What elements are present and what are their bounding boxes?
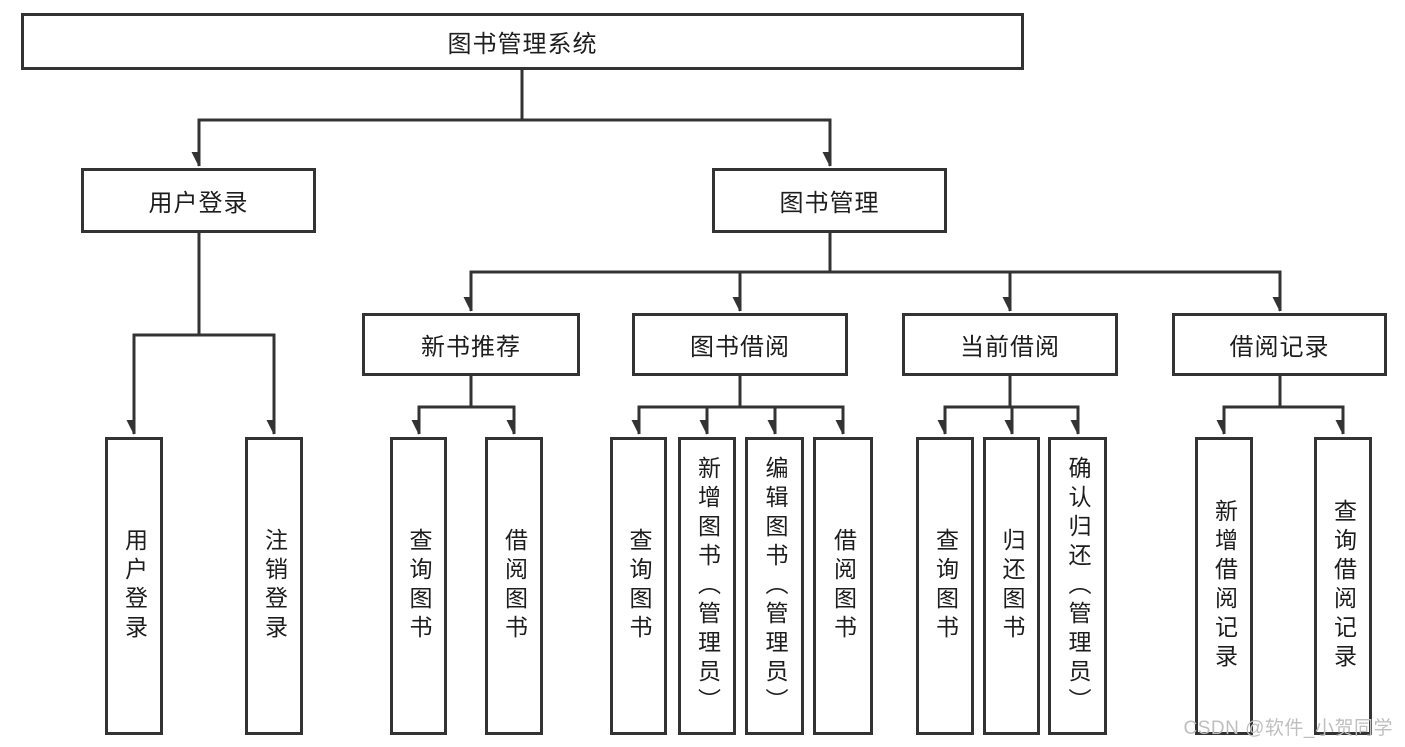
leaf-label: 注销登录 — [261, 528, 288, 644]
node-label: 图书管理 — [779, 190, 880, 217]
leaf-label: 用户登录 — [121, 528, 148, 644]
leaf-edit-books-admin: 编辑图书（管理员） — [745, 437, 804, 735]
leaf-label: 查询借阅记录 — [1330, 499, 1357, 673]
node-library-system: 图书管理系统 — [21, 13, 1024, 70]
node-borrowing-records: 借阅记录 — [1172, 313, 1387, 376]
leaf-label: 编辑图书（管理员） — [762, 455, 788, 717]
csdn-watermark: CSDN @软件_小贺同学 — [1183, 718, 1393, 739]
leaf-query-books-recommend: 查询图书 — [390, 437, 447, 735]
leaf-confirm-return-admin: 确认归还（管理员） — [1048, 437, 1107, 735]
leaf-label: 确认归还（管理员） — [1065, 455, 1091, 717]
leaf-query-borrow-record: 查询借阅记录 — [1314, 437, 1372, 735]
node-book-management: 图书管理 — [712, 168, 947, 233]
leaf-add-borrow-record: 新增借阅记录 — [1195, 437, 1253, 735]
leaf-borrow-books: 借阅图书 — [813, 437, 873, 735]
node-book-borrowing: 图书借阅 — [632, 313, 848, 376]
leaf-label: 查询图书 — [932, 528, 959, 644]
node-new-book-recommend: 新书推荐 — [362, 313, 580, 376]
leaf-label: 借阅图书 — [830, 528, 857, 644]
leaf-label: 借阅图书 — [501, 528, 528, 644]
node-label: 用户登录 — [148, 190, 249, 217]
node-current-borrowing: 当前借阅 — [902, 313, 1118, 376]
node-user-login: 用户登录 — [81, 168, 316, 233]
leaf-label: 新增图书（管理员） — [694, 455, 721, 717]
node-label: 当前借阅 — [960, 334, 1060, 361]
leaf-label: 归还图书 — [999, 528, 1025, 644]
node-label: 新书推荐 — [421, 334, 521, 361]
leaf-label: 查询图书 — [406, 528, 432, 644]
leaf-borrow-books-recommend: 借阅图书 — [485, 437, 543, 735]
node-label: 借阅记录 — [1229, 334, 1330, 361]
leaf-user-login: 用户登录 — [105, 437, 163, 735]
leaf-label: 查询图书 — [626, 528, 652, 644]
leaf-logout-login: 注销登录 — [245, 437, 303, 735]
leaf-add-books-admin: 新增图书（管理员） — [678, 437, 736, 735]
node-label: 图书借阅 — [690, 334, 790, 361]
leaf-query-books-borrowing: 查询图书 — [610, 437, 667, 735]
leaf-return-books: 归还图书 — [983, 437, 1040, 735]
leaf-label: 新增借阅记录 — [1211, 499, 1238, 673]
leaf-query-books-current: 查询图书 — [916, 437, 974, 735]
node-label: 图书管理系统 — [447, 31, 598, 58]
